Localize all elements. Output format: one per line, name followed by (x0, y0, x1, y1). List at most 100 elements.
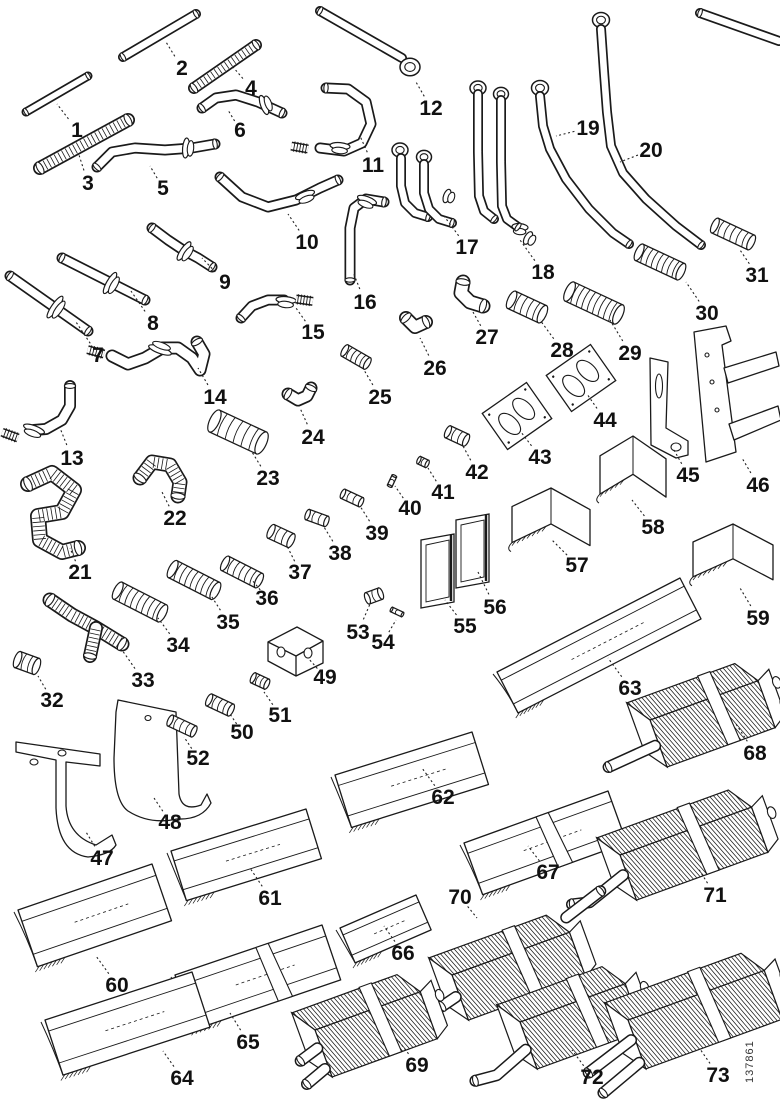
part-number-72: 72 (580, 1066, 603, 1089)
part-number-46: 46 (746, 474, 769, 497)
part-number-40: 40 (398, 497, 421, 520)
part-3-drawing (33, 113, 135, 175)
callout-72: 72 (571, 1049, 604, 1089)
callout-37: 37 (287, 547, 312, 584)
part-25-drawing (340, 343, 372, 371)
part-number-10: 10 (295, 231, 318, 254)
part-number-38: 38 (328, 542, 352, 565)
part-68-drawing (602, 658, 780, 774)
part-45-drawing (649, 357, 689, 459)
part-number-61: 61 (258, 887, 282, 910)
part-54-drawing (389, 606, 405, 618)
part-number-30: 30 (695, 302, 718, 325)
part-16-drawing (344, 193, 390, 286)
part-number-49: 49 (313, 666, 336, 689)
part-number-71: 71 (703, 884, 727, 907)
part-33-drawing (82, 621, 103, 663)
callout-62: 62 (421, 767, 455, 809)
part-32-drawing (12, 650, 42, 676)
callout-53: 53 (346, 603, 371, 644)
part-31-drawing (709, 217, 757, 251)
callout-19: 19 (555, 117, 600, 140)
part-63-drawing (492, 577, 702, 719)
callout-13: 13 (59, 427, 84, 470)
callout-70: 70 (448, 886, 478, 919)
callout-5: 5 (149, 165, 169, 200)
part-number-33: 33 (131, 669, 154, 692)
part-number-8: 8 (147, 312, 159, 335)
part-26-drawing (399, 311, 433, 334)
callout-50: 50 (229, 713, 254, 744)
part-number-73: 73 (706, 1064, 729, 1087)
part-number-58: 58 (641, 516, 665, 539)
part-20-drawing (591, 11, 611, 29)
part-6-drawing (196, 89, 288, 119)
part-number-16: 16 (353, 291, 376, 314)
part-number-60: 60 (105, 974, 128, 997)
callout-67: 67 (527, 845, 560, 884)
part-number-53: 53 (346, 621, 369, 644)
callout-57: 57 (551, 539, 589, 577)
callout-32: 32 (37, 675, 64, 712)
part-46-drawing (693, 325, 780, 463)
part-56-drawing (455, 513, 490, 589)
callout-54: 54 (371, 619, 397, 654)
part-number-35: 35 (216, 611, 240, 634)
callout-61: 61 (249, 867, 282, 910)
part-40-drawing (386, 474, 398, 488)
part-52-drawing (166, 714, 198, 738)
callout-36: 36 (251, 579, 279, 610)
part-number-25: 25 (368, 386, 392, 409)
callout-15: 15 (295, 307, 325, 344)
part-71-drawing (565, 784, 779, 911)
part-number-9: 9 (219, 271, 231, 294)
part-number-7: 7 (92, 344, 104, 367)
part-number-65: 65 (236, 1031, 260, 1054)
part-15-drawing (235, 294, 314, 324)
part-number-12: 12 (419, 97, 442, 120)
part-number-70: 70 (448, 886, 471, 909)
part-2-drawing (118, 9, 201, 62)
callout-46: 46 (741, 457, 770, 497)
part-number-66: 66 (391, 942, 414, 965)
callout-56: 56 (477, 571, 507, 619)
part-12-drawing (315, 6, 407, 63)
part-59-drawing (689, 523, 774, 587)
callout-68: 68 (735, 723, 767, 765)
part-number-64: 64 (170, 1067, 194, 1090)
part-51-drawing (249, 671, 271, 691)
callout-40: 40 (394, 485, 422, 520)
part-57-drawing (508, 487, 591, 552)
part-number-24: 24 (301, 426, 325, 449)
part-1-drawing (21, 71, 93, 117)
callout-52: 52 (183, 736, 210, 770)
callout-71: 71 (697, 867, 727, 907)
part-27-drawing (453, 274, 491, 314)
callout-27: 27 (472, 311, 499, 349)
part-number-3: 3 (82, 172, 94, 195)
part-61-drawing (166, 808, 323, 907)
drawing-number: 137861 (744, 1040, 756, 1083)
callout-48: 48 (153, 797, 182, 834)
part-5-drawing (91, 137, 221, 173)
part-number-27: 27 (475, 326, 498, 349)
part-number-11: 11 (362, 154, 385, 177)
part-30-drawing (633, 243, 687, 281)
part-38-drawing (304, 508, 330, 528)
callout-12: 12 (415, 81, 443, 120)
part-number-23: 23 (256, 467, 279, 490)
part-number-31: 31 (745, 264, 769, 287)
callout-3: 3 (78, 154, 94, 195)
callout-25: 25 (363, 369, 392, 409)
callout-21: 21 (68, 547, 92, 584)
part-number-6: 6 (234, 119, 246, 142)
part-number-14: 14 (203, 386, 227, 409)
part-number-69: 69 (405, 1054, 428, 1077)
callout-51: 51 (263, 691, 292, 727)
tube-fragment (695, 8, 780, 46)
part-number-48: 48 (158, 811, 182, 834)
part-69-drawing (290, 969, 449, 1090)
callout-10: 10 (287, 213, 319, 254)
part-50-drawing (204, 693, 236, 717)
callout-35: 35 (209, 593, 240, 634)
